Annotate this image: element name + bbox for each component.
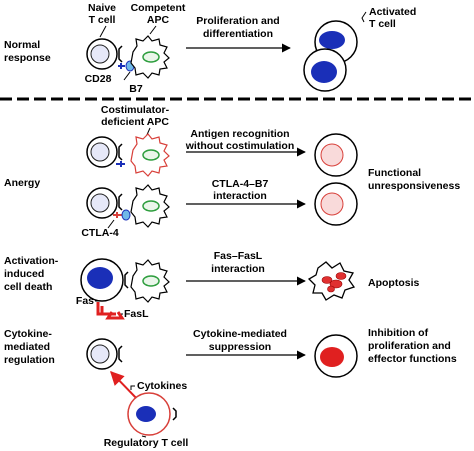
cytokine-label-line1: Cytokine- xyxy=(4,328,52,340)
activated-t-cell-label-line1: Activated xyxy=(369,6,416,18)
ctla4-label: CTLA-4 xyxy=(81,227,118,239)
anergy-outcome-line2: unresponsiveness xyxy=(368,180,460,192)
anergy-section: Anergy Costimulator- deficient APC Antig… xyxy=(4,104,460,239)
cytokine-arrow-text-line1: Cytokine-mediated xyxy=(193,328,287,340)
aicd-label-line3: cell death xyxy=(4,281,52,293)
cd28-label: CD28 xyxy=(85,73,112,85)
aicd-outcome: Apoptosis xyxy=(368,277,419,289)
apoptotic-cell-icon xyxy=(307,261,356,301)
fas-pointer-lines xyxy=(95,300,123,315)
cytokine-arrow-text-line2: suppression xyxy=(209,341,271,353)
naive-pointer-line xyxy=(99,25,107,38)
normal-arrow-text-line1: Proliferation and xyxy=(196,15,279,27)
anergy-label: Anergy xyxy=(4,177,40,189)
fas-label: Fas xyxy=(76,295,94,307)
regulatory-t-cell xyxy=(127,392,171,436)
cytokine-label-line2: mediated xyxy=(4,341,50,353)
costim-deficient-apc-label-line2: deficient APC xyxy=(101,116,169,128)
aicd-arrow-text-line1: Fas–FasL xyxy=(214,250,263,262)
activated-pointer-line xyxy=(361,11,367,23)
competent-apc-label-line1: Competent xyxy=(131,2,186,14)
naive-t-cell-label-line1: Naive xyxy=(88,2,116,14)
cytokines-label: Cytokines xyxy=(137,380,187,392)
anergy-arrow2-text-line2: interaction xyxy=(213,190,267,202)
cytokine-outcome-line2: proliferation and xyxy=(368,340,451,352)
tcr-icon xyxy=(124,271,129,289)
normal-label-line1: Normal xyxy=(4,39,40,51)
b7-label: B7 xyxy=(129,83,143,95)
ctla4-b7-icon xyxy=(113,209,131,221)
tcr-icon xyxy=(118,193,123,211)
aicd-section: Activation- induced cell death Fas FasL … xyxy=(4,250,419,320)
tcr-icon xyxy=(118,345,123,363)
tcr-icon xyxy=(118,143,123,161)
costim-deficient-apc xyxy=(130,133,170,177)
costim-deficient-apc-label-line1: Costimulator- xyxy=(101,104,170,116)
aicd-label-line2: induced xyxy=(4,268,44,280)
cytokine-red-arrow xyxy=(110,370,141,403)
b7-pointer-line xyxy=(123,71,131,81)
anergy-arrow1-text-line2: without costimulation xyxy=(185,140,295,152)
activated-t-cells xyxy=(303,20,358,92)
treg-label: Regulatory T cell xyxy=(104,437,189,449)
fasl-label: FasL xyxy=(124,308,149,320)
competent-apc xyxy=(130,35,170,79)
ctla4-pointer-line xyxy=(107,219,115,229)
anergy-arrow2-text-line1: CTLA-4–B7 xyxy=(212,178,269,190)
treg-tcr-icon xyxy=(172,407,177,421)
competent-apc-3 xyxy=(130,259,170,303)
normal-response-section: Normal response Naive T cell Competent A… xyxy=(4,2,416,95)
anergy-outcome-line1: Functional xyxy=(368,167,421,179)
cytokine-section: Cytokine- mediated regulation Cytokine-m… xyxy=(4,327,457,449)
inhibited-t-cell xyxy=(314,334,358,378)
naive-t-cell-label-line2: T cell xyxy=(89,14,116,26)
treg-pointer-line xyxy=(141,435,147,438)
fas-fasl-icon xyxy=(96,302,125,320)
normal-label-line2: response xyxy=(4,52,51,64)
competent-apc-2 xyxy=(130,184,170,228)
aicd-arrow-text-line2: interaction xyxy=(211,263,265,275)
anergy-arrow1-text-line1: Antigen recognition xyxy=(190,128,289,140)
cytokines-pointer-line xyxy=(130,385,135,390)
anergy-t-cell-2 xyxy=(86,187,118,219)
anergy-t-cell-1 xyxy=(86,136,118,168)
target-t-cell xyxy=(86,338,118,370)
tcr-icon xyxy=(118,45,123,63)
cytokine-label-line3: regulation xyxy=(4,354,55,366)
apc-pointer-line xyxy=(149,25,157,35)
anergic-t-cell-2 xyxy=(314,182,358,226)
anergic-t-cell-1 xyxy=(314,133,358,177)
cytokine-outcome-line1: Inhibition of xyxy=(368,327,429,339)
aicd-label-line1: Activation- xyxy=(4,255,59,267)
cytokine-outcome-line3: effector functions xyxy=(368,353,457,365)
normal-arrow-text-line2: differentiation xyxy=(203,28,273,40)
competent-apc-label-line2: APC xyxy=(147,14,170,26)
activated-t-cell-label-line2: T cell xyxy=(369,18,396,30)
cd28-receptor-icon xyxy=(116,161,125,167)
naive-t-cell xyxy=(86,38,118,70)
activated-t-cell-aicd xyxy=(80,258,124,302)
